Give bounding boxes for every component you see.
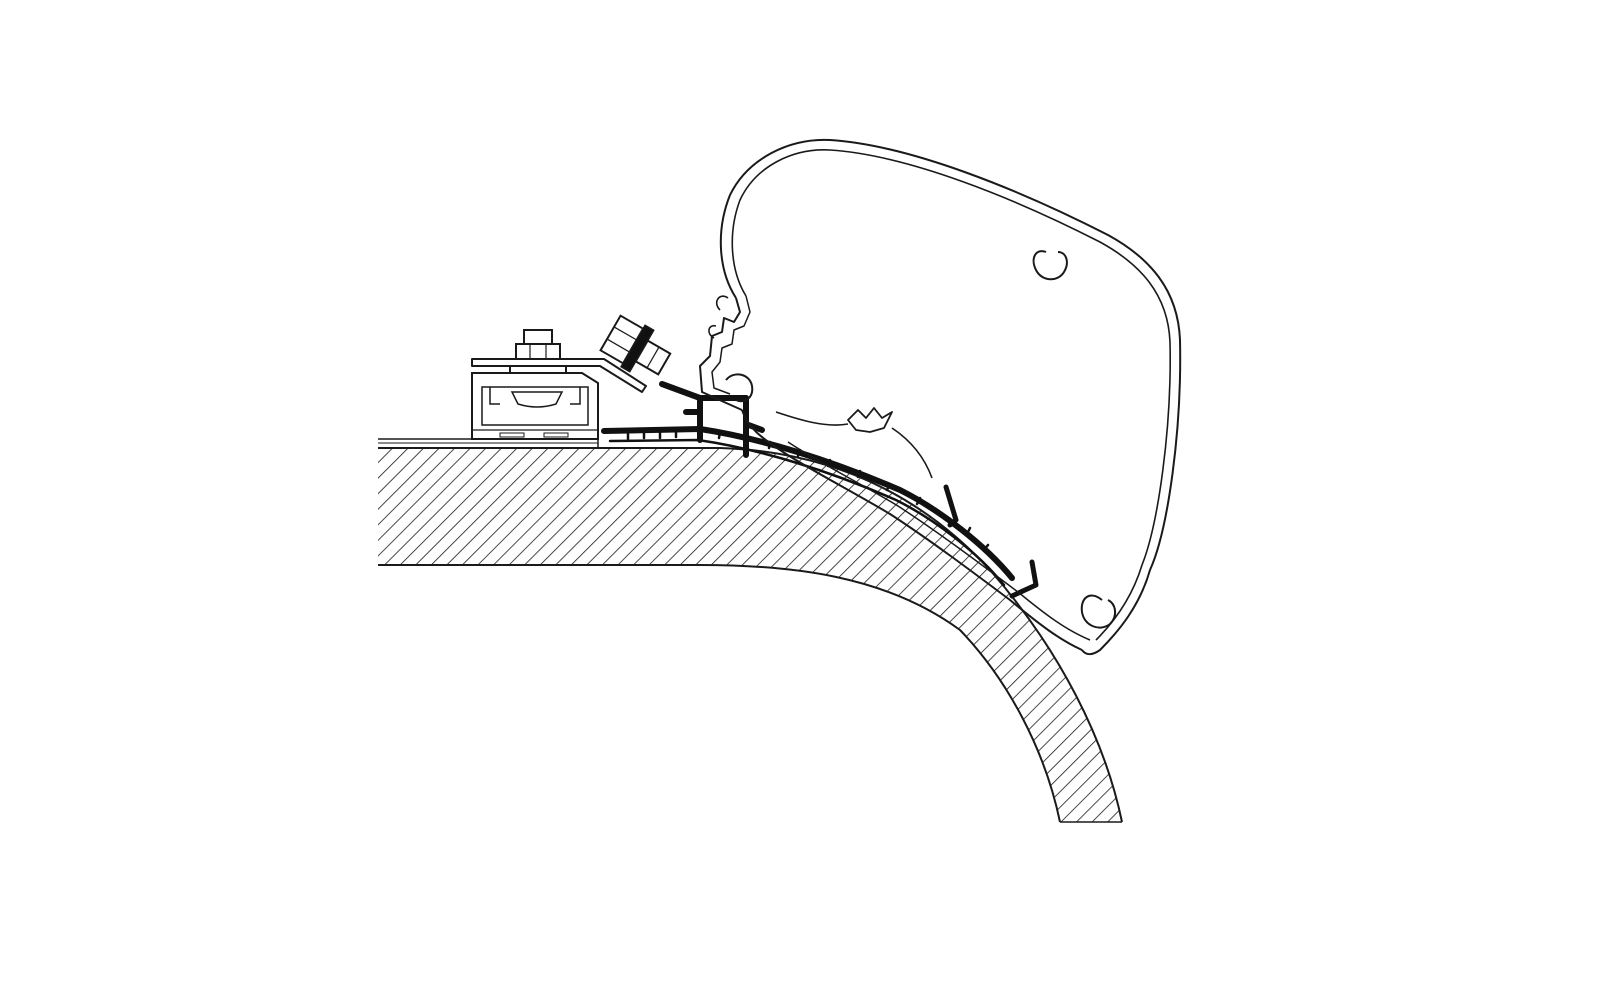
roof-rail xyxy=(471,372,599,440)
cassette-lower-edge xyxy=(741,409,1083,651)
adapter-rib-1 xyxy=(943,484,959,528)
bracket-bolt xyxy=(599,314,672,376)
cassette-inner-shell xyxy=(731,149,1171,641)
adapter-teeth xyxy=(626,429,990,552)
cassette-lower-edge-inner xyxy=(787,441,1091,641)
awning-cassette xyxy=(699,138,1182,656)
adapter-hook xyxy=(659,381,765,433)
cassette-upper-clip xyxy=(1032,250,1068,281)
cassette-web xyxy=(775,411,933,479)
rail-inner-channel xyxy=(481,386,589,426)
adapter-rib-2 xyxy=(1009,559,1039,599)
bracket-bolt-thread xyxy=(646,346,660,369)
cassette-rail-loop xyxy=(708,295,729,339)
rail-bolt-head xyxy=(523,329,553,345)
cassette-hook-loop xyxy=(725,373,754,403)
mounting-bracket xyxy=(471,358,647,393)
adapter-strip-underside xyxy=(608,438,1006,587)
cassette-lower-clip xyxy=(1080,594,1116,629)
adapter-profile xyxy=(601,381,1039,599)
bracket-plate xyxy=(471,358,647,393)
rail-slider xyxy=(510,391,564,408)
rail-lips xyxy=(489,387,581,405)
rail-slot-1 xyxy=(499,432,525,438)
roof-hatch-fill xyxy=(378,448,1122,822)
rail-slot-2 xyxy=(543,432,569,438)
roof-section xyxy=(378,438,1123,823)
cassette-inner-flange xyxy=(847,407,893,433)
cassette-outer-shell xyxy=(719,138,1182,656)
cassette-neck-inner xyxy=(711,295,751,395)
bracket-bolt-facet-1 xyxy=(613,326,637,341)
bracket-bolt-facet-2 xyxy=(606,338,630,353)
roof-inner-skin xyxy=(378,564,1061,823)
